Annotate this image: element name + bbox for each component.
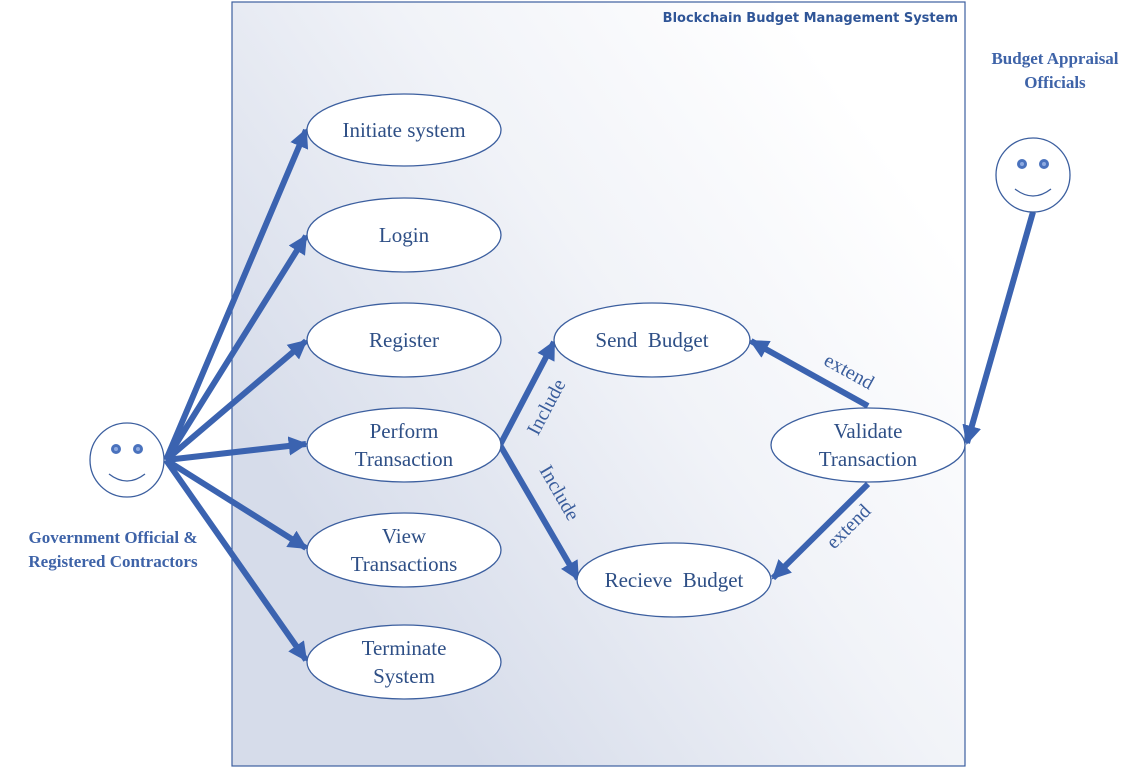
- assoc-validate: [962, 211, 1036, 445]
- actor-left-label-line2: Registered Contractors: [28, 552, 198, 571]
- use-case-initiate-system[interactable]: Initiate system: [306, 93, 502, 167]
- use-case-label-line2: Transaction: [819, 447, 918, 471]
- actor-associations: [163, 128, 309, 662]
- use-case-login[interactable]: Login: [306, 197, 502, 273]
- actor-government-official-icon: [89, 422, 165, 498]
- use-case-label-line1: Perform: [370, 419, 439, 443]
- include-send-arrow: [497, 340, 557, 447]
- assoc-perform: [165, 436, 308, 463]
- actor-budget-appraisal-icon: [995, 137, 1071, 213]
- extend-send-arrow: [749, 338, 870, 409]
- assoc-register: [164, 338, 308, 463]
- use-case-label: Login: [379, 223, 430, 247]
- assoc-terminate: [163, 458, 309, 662]
- include-receive-arrow: [497, 443, 581, 581]
- use-case-label-line1: View: [382, 524, 427, 548]
- use-case-label: Register: [369, 328, 439, 352]
- system-title: Blockchain Budget Management System: [663, 11, 958, 26]
- assoc-view: [164, 457, 308, 551]
- assoc-initiate: [163, 128, 309, 462]
- actor-right-label-line2: Officials: [1024, 73, 1086, 92]
- use-case-validate-transaction[interactable]: Validate Transaction: [770, 407, 966, 483]
- use-case-register[interactable]: Register: [306, 302, 502, 378]
- use-case-view-transactions[interactable]: View Transactions: [306, 512, 502, 588]
- use-case-label-line1: Validate: [834, 419, 903, 443]
- actor-right-label-line1: Budget Appraisal: [991, 49, 1118, 68]
- use-case-send-budget[interactable]: Send Budget: [553, 302, 751, 378]
- use-case-label-line1: Terminate: [362, 636, 447, 660]
- use-case-terminate-system[interactable]: Terminate System: [306, 624, 502, 700]
- use-case-label: Send Budget: [595, 328, 708, 352]
- use-case-label-line2: Transactions: [351, 552, 458, 576]
- use-case-label-line2: Transaction: [355, 447, 454, 471]
- use-case-label-line2: System: [373, 664, 435, 688]
- use-case-label: Recieve Budget: [605, 568, 744, 592]
- use-case-label: Initiate system: [342, 118, 465, 142]
- use-case-receive-budget[interactable]: Recieve Budget: [576, 542, 772, 618]
- actor-left-label-line1: Government Official &: [28, 528, 197, 547]
- use-case-perform-transaction[interactable]: Perform Transaction: [306, 407, 502, 483]
- assoc-login: [163, 234, 309, 462]
- extend-receive-arrow: [770, 481, 871, 581]
